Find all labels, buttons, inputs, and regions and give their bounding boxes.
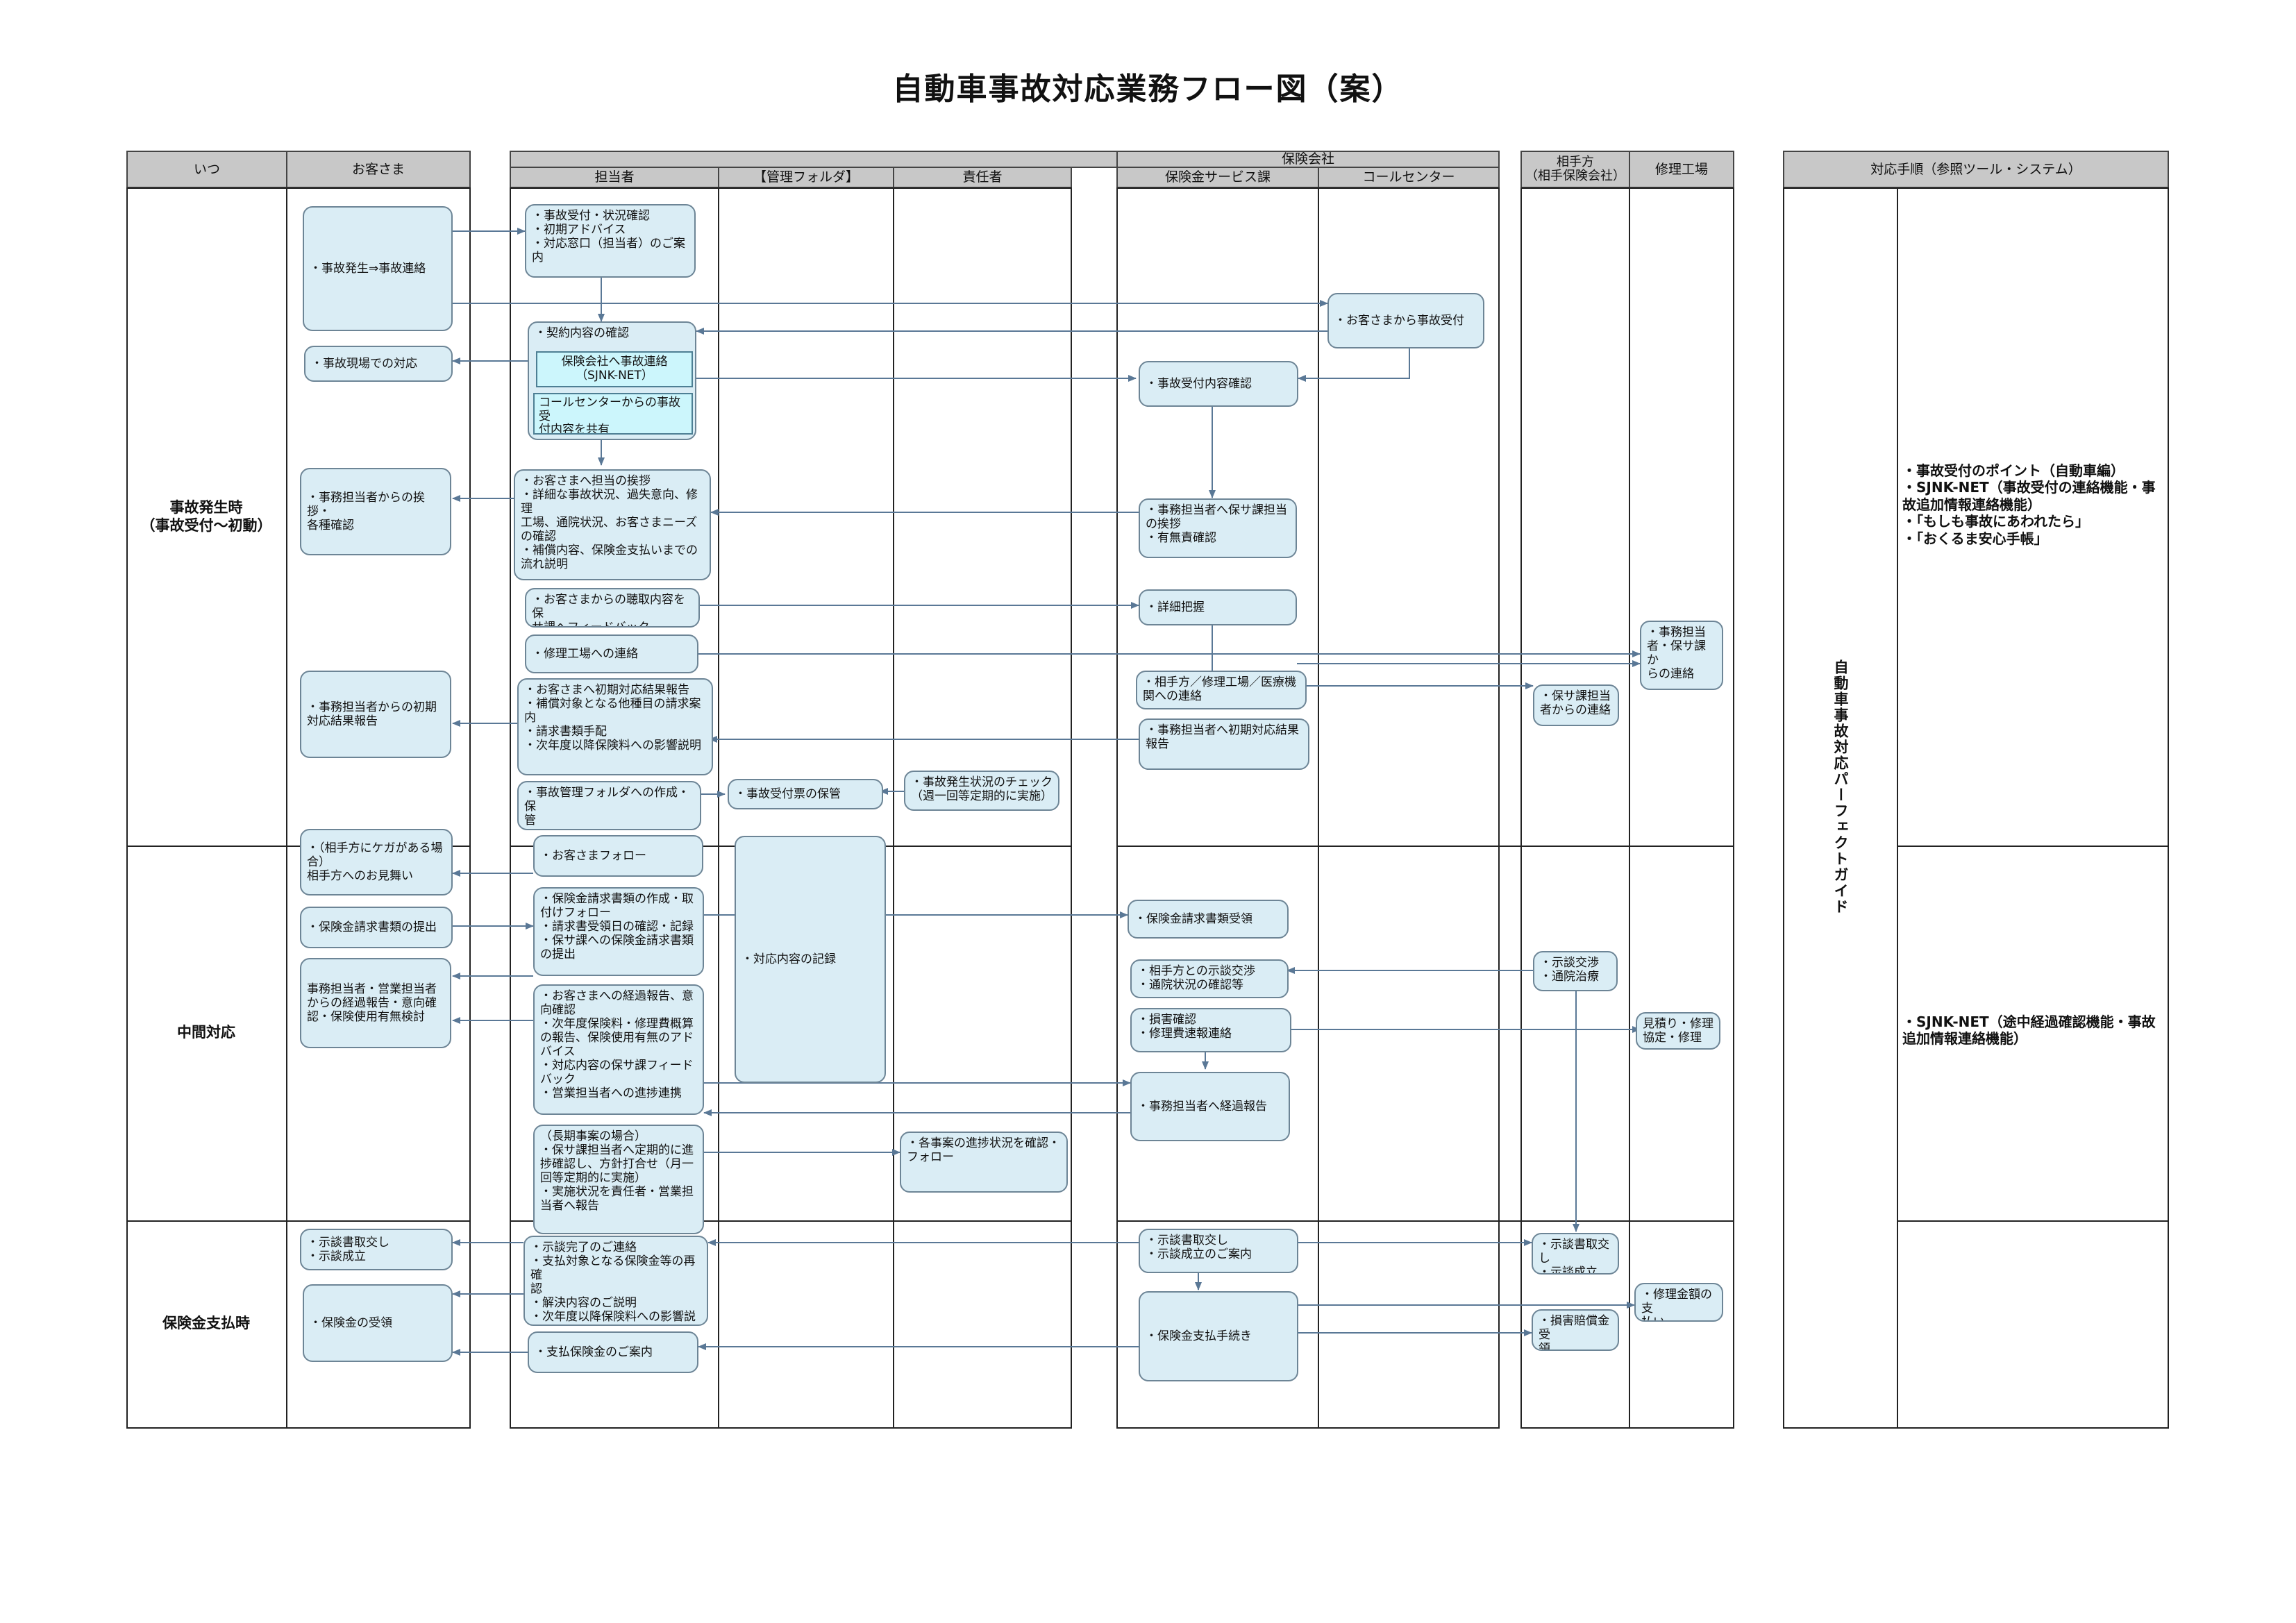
flow-arrow bbox=[1298, 347, 1410, 382]
tantou-step-greeting: ・お客さまへ担当の挨拶 ・詳細な事故状況、過失意向、修理 工場、通院状況、お客さ… bbox=[514, 469, 711, 580]
customer-step-progress-report: 事務担当者・営業担当者 からの経過報告・意向確 認・保険使用有無検討 bbox=[300, 958, 451, 1048]
other-party-step-settlement: ・示談書取交し ・示談成立 bbox=[1532, 1233, 1619, 1275]
hosa-step-greeting: ・事務担当者へ保サ課担当 の挨拶 ・有無責確認 bbox=[1139, 498, 1297, 558]
header-repair-shop: 修理工場 bbox=[1629, 151, 1734, 188]
folder-step-record: ・対応内容の記録 bbox=[735, 836, 886, 1083]
hosa-step-confirm-reception: ・事故受付内容確認 bbox=[1139, 361, 1298, 407]
other-party-step-contact: ・保サ課担当 者からの連絡 bbox=[1533, 684, 1619, 726]
other-party-step-receive-compensation: ・損害賠償金受 領 bbox=[1532, 1309, 1619, 1351]
procedure-ref-middle: ・SJNK-NET（途中経過確認機能・事故 追加情報連絡機能） bbox=[1902, 1014, 2156, 1048]
phase-divider bbox=[126, 1220, 471, 1222]
callcenter-step-reception: ・お客さまから事故受付 bbox=[1327, 293, 1484, 348]
hosa-step-receive-claim: ・保険金請求書類受領 bbox=[1128, 900, 1289, 939]
sekinin-step-progress-check: ・各事案の進捗状況を確認・ フォロー bbox=[900, 1132, 1068, 1193]
folder-step-store-form: ・事故受付票の保管 bbox=[728, 779, 883, 809]
phase-initial: 事故発生時 （事故受付～初動） bbox=[140, 499, 272, 535]
tantou-step-payment-notice: ・支払保険金のご案内 bbox=[528, 1331, 698, 1373]
procedure-ref-initial: ・事故受付のポイント（自動車編） ・SJNK-NET（事故受付の連絡機能・事 故… bbox=[1902, 462, 2156, 547]
header-sekininsha: 責任者 bbox=[893, 167, 1072, 188]
phase-payment: 保険金支払時 bbox=[162, 1315, 250, 1331]
column-procedure-refs bbox=[1897, 187, 2169, 1429]
tantou-step-folder-create: ・事故管理フォルダへの作成・保 管 bbox=[517, 781, 701, 830]
hosa-step-initial-report: ・事務担当者へ初期対応結果 報告 bbox=[1139, 718, 1309, 770]
column-call-center bbox=[1318, 187, 1500, 1429]
hosa-step-progress-report: ・事務担当者へ経過報告 bbox=[1130, 1072, 1290, 1141]
tantou-step-contact-repair: ・修理工場への連絡 bbox=[525, 634, 698, 673]
tantou-step-initial-report: ・お客さまへ初期対応結果報告 ・補償対象となる他種目の請求案 内 ・請求書類手配… bbox=[517, 678, 713, 775]
repair-step-contact: ・事務担当 者・保サ課か らの連絡 bbox=[1640, 621, 1723, 690]
hosa-step-negotiation: ・相手方との示談交渉 ・通院状況の確認等 bbox=[1130, 959, 1289, 998]
header-other-party: 相手方 （相手保険会社） bbox=[1520, 151, 1630, 188]
customer-step-settlement: ・示談書取交し ・示談成立 bbox=[300, 1229, 453, 1270]
other-party-step-negotiation: ・示談交渉 ・通院治療 bbox=[1533, 951, 1618, 991]
phase-divider bbox=[1897, 846, 2169, 847]
phase-divider bbox=[510, 1220, 1072, 1222]
sekinin-step-check: ・事故発生状況のチェック （週一回等定期的に実施） bbox=[904, 771, 1059, 811]
phase-divider bbox=[1897, 1220, 2169, 1222]
customer-step-submit-claim: ・保険金請求書類の提出 bbox=[300, 907, 453, 948]
repair-step-estimate: 見積り・修理 協定・修理 bbox=[1636, 1012, 1720, 1050]
phase-middle: 中間対応 bbox=[177, 1024, 235, 1041]
procedure-guide-title: 自動車事故対応パーフェクトガイド bbox=[1832, 659, 1849, 915]
column-customer bbox=[286, 187, 471, 1429]
column-repair-shop bbox=[1629, 187, 1734, 1429]
page-title: 自動車事故対応業務フロー図（案） bbox=[892, 72, 1404, 107]
tantou-step-reception: ・事故受付・状況確認 ・初期アドバイス ・対応窓口（担当者）のご案内 bbox=[525, 204, 696, 278]
repair-step-payment: ・修理金額の支 払い bbox=[1634, 1283, 1723, 1322]
tantou-step-feedback: ・お客さまからの聴取内容を保 サ課へフィードバック bbox=[525, 588, 700, 628]
hosa-step-detail: ・詳細把握 bbox=[1139, 589, 1297, 625]
hosa-step-contact-parties: ・相手方／修理工場／医療機 関への連絡 bbox=[1136, 671, 1307, 709]
tantou-step-share-callcenter: コールセンターからの事故受 付内容を共有 bbox=[533, 393, 693, 435]
customer-step-initial-report: ・事務担当者からの初期 対応結果報告 bbox=[300, 671, 451, 758]
header-when: いつ bbox=[126, 151, 287, 188]
hosa-step-damage-check: ・損害確認 ・修理費速報連絡 bbox=[1130, 1008, 1291, 1052]
header-procedure: 対応手順（参照ツール・システム） bbox=[1783, 151, 2169, 188]
phase-divider bbox=[126, 846, 471, 847]
customer-step-greeting: ・事務担当者からの挨拶・ 各種確認 bbox=[300, 468, 451, 555]
hosa-step-settlement: ・示談書取交し ・示談成立のご案内 bbox=[1139, 1229, 1298, 1273]
customer-step-receive-payment: ・保険金の受領 bbox=[303, 1284, 453, 1362]
customer-step-scene-response: ・事故現場での対応 bbox=[304, 346, 453, 382]
tantou-step-notify-insurer: 保険会社へ事故連絡 （SJNK-NET） bbox=[536, 351, 693, 387]
column-sekininsha bbox=[893, 187, 1072, 1429]
hosa-step-payment: ・保険金支払手続き bbox=[1139, 1291, 1298, 1381]
header-call-center: コールセンター bbox=[1318, 167, 1500, 188]
phase-divider bbox=[1116, 846, 1734, 847]
phase-divider bbox=[1116, 1220, 1734, 1222]
tantou-step-progress-report: ・お客さまへの経過報告、意 向確認 ・次年度保険料・修理費概算 の報告、保険使用… bbox=[533, 984, 704, 1115]
tantou-step-long-term: （長期事案の場合） ・保サ課担当者へ定期的に進 捗確認し、方針打合せ（月一 回等… bbox=[533, 1125, 704, 1234]
tantou-step-claim-docs: ・保険金請求書類の作成・取 付けフォロー ・請求書受領日の確認・記録 ・保サ課へ… bbox=[533, 887, 704, 976]
customer-step-accident-report: ・事故発生⇒事故連絡 bbox=[303, 206, 453, 331]
tantou-step-customer-follow: ・お客さまフォロー bbox=[533, 835, 703, 877]
customer-step-visit-other-party: ・（相手方にケガがある場 合） 相手方へのお見舞い bbox=[300, 829, 453, 895]
tantou-step-settlement-contact: ・示談完了のご連絡 ・支払対象となる保険金等の再確 認 ・解決内容のご説明 ・次… bbox=[523, 1236, 708, 1326]
